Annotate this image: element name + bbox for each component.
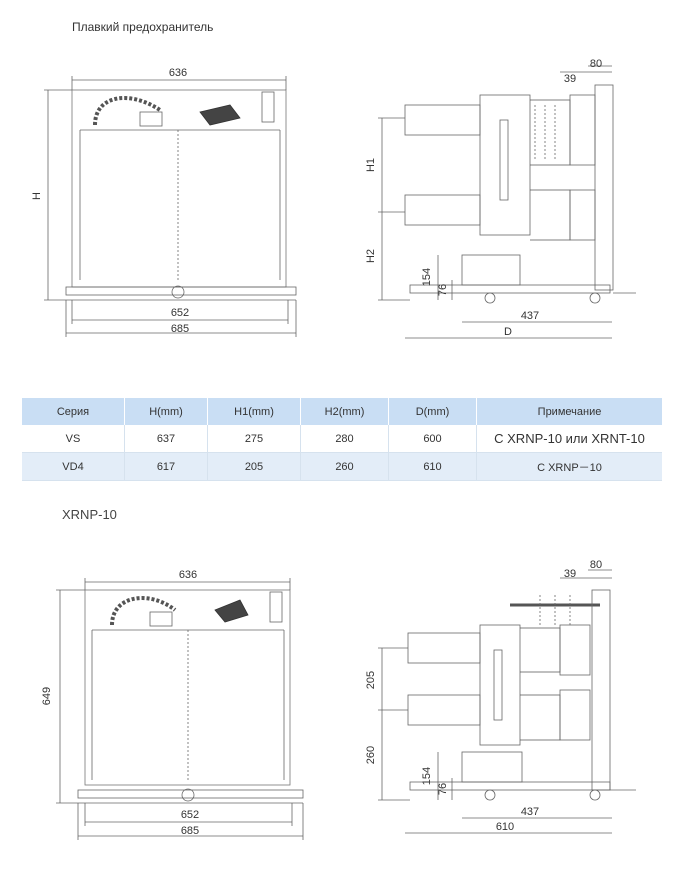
cell: 205 — [207, 452, 301, 481]
dim-side-h2: H2 — [365, 249, 377, 263]
dim-front-width: 636 — [179, 569, 197, 581]
dim-side-154: 154 — [421, 767, 433, 785]
dim-base-inner: 652 — [181, 809, 199, 821]
dim-side-80: 80 — [590, 559, 602, 571]
side-view-top — [404, 84, 636, 304]
col-note: Примечание — [476, 398, 662, 425]
dim-front-height: 649 — [41, 687, 53, 705]
col-h1: H1(mm) — [207, 398, 301, 425]
cell: С XRNP－10 — [476, 452, 662, 481]
dim-side-76: 76 — [437, 284, 449, 296]
cell: 637 — [124, 425, 208, 453]
dim-side-d: 610 — [496, 821, 514, 833]
cell: С XRNP-10 или XRNT-10 — [476, 425, 662, 453]
dim-side-h2: 260 — [365, 746, 377, 764]
cell: 275 — [207, 425, 301, 453]
dim-side-h1: 205 — [365, 671, 377, 689]
dim-side-39: 39 — [564, 73, 576, 85]
cell: VS — [22, 425, 125, 453]
col-series: Серия — [22, 398, 125, 425]
dim-base-outer: 685 — [181, 825, 199, 837]
dim-base-outer: 685 — [171, 323, 189, 335]
table-row: VD4 617 205 260 610 С XRNP－10 — [22, 452, 662, 481]
col-h: H(mm) — [124, 398, 208, 425]
col-d: D(mm) — [388, 398, 477, 425]
dim-side-154: 154 — [421, 268, 433, 286]
cell: 600 — [388, 425, 477, 453]
dim-side-h1: H1 — [365, 158, 377, 172]
dim-side-76: 76 — [437, 783, 449, 795]
dim-side-437: 437 — [521, 806, 539, 818]
col-h2: H2(mm) — [300, 398, 389, 425]
dim-side-437: 437 — [521, 310, 539, 322]
cell: 260 — [300, 452, 389, 481]
dim-side-39: 39 — [564, 568, 576, 580]
dim-side-d: D — [504, 326, 512, 338]
dim-front-width: 636 — [169, 67, 187, 79]
dim-base-inner: 652 — [171, 307, 189, 319]
cell: 617 — [124, 452, 208, 481]
page-title: Плавкий предохранитель — [72, 20, 214, 34]
front-view-top — [65, 89, 297, 301]
table-header-row: Серия H(mm) H1(mm) H2(mm) D(mm) Примечан… — [22, 398, 662, 425]
cell: VD4 — [22, 452, 125, 481]
dim-side-80: 80 — [590, 58, 602, 70]
section-subtitle: XRNP-10 — [62, 507, 117, 522]
drawing-top: 636 H 652 685 80 39 H1 H2 154 76 437 D — [31, 58, 636, 339]
spec-table: Серия H(mm) H1(mm) H2(mm) D(mm) Примечан… — [22, 398, 662, 481]
table-row: VS 637 275 280 600 С XRNP-10 или XRNT-10 — [22, 425, 662, 453]
cell: 280 — [300, 425, 389, 453]
dim-front-height: H — [31, 192, 43, 200]
cell: 610 — [388, 452, 477, 481]
